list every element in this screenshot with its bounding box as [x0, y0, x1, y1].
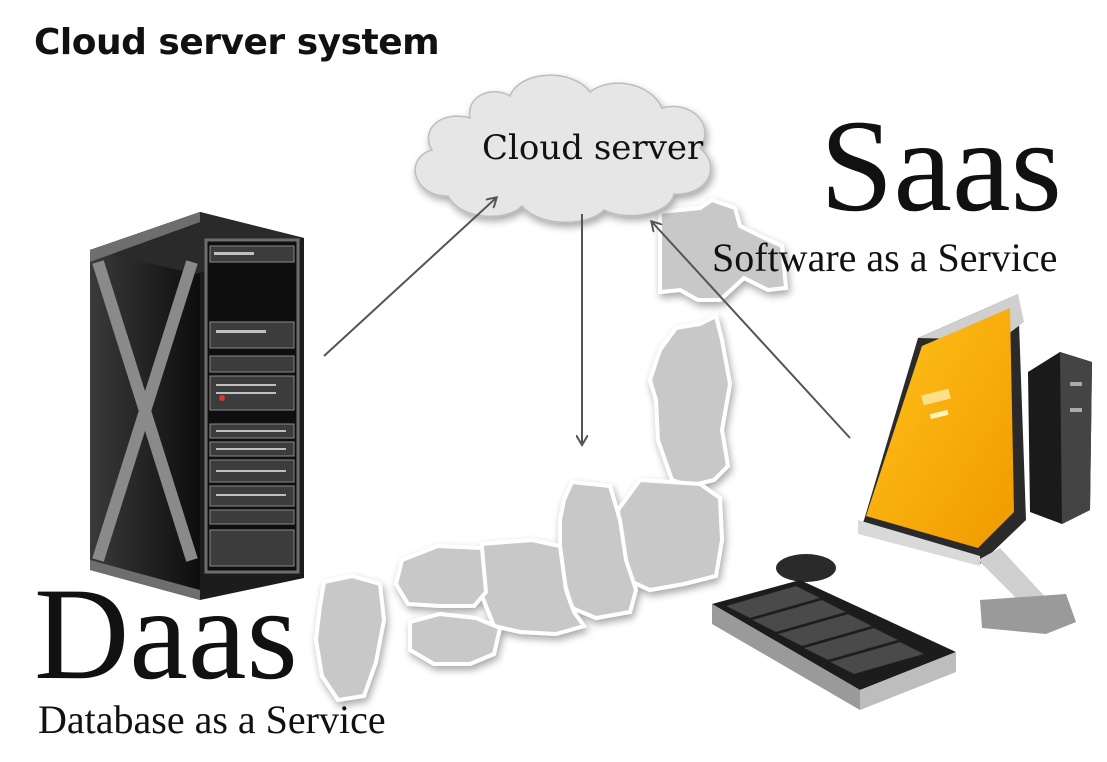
cloud-server-label: Cloud server [482, 128, 704, 168]
map-kyushu [313, 573, 387, 703]
daas-subtitle: Database as a Service [38, 697, 386, 742]
map-hokkaido [658, 197, 789, 302]
server-rack-image [90, 212, 304, 600]
arrow-pc-to-cloud [652, 222, 851, 439]
map-chugoku [393, 543, 489, 608]
connector-arrows [323, 198, 851, 444]
cloud-shape [414, 74, 712, 223]
daas-heading: Daas [34, 560, 298, 707]
saas-subtitle: Software as a Service [712, 235, 1058, 280]
map-tohoku [647, 313, 733, 489]
arrow-server-to-cloud [323, 198, 496, 357]
saas-heading: Saas [820, 92, 1062, 239]
map-kansai [480, 537, 588, 637]
page-title: Cloud server system [34, 22, 440, 63]
japan-map [313, 197, 789, 703]
desktop-computer-image [712, 294, 1092, 710]
map-shikoku [408, 611, 503, 666]
map-kanto-chubu [615, 477, 725, 593]
map-chubu-west [558, 479, 639, 621]
